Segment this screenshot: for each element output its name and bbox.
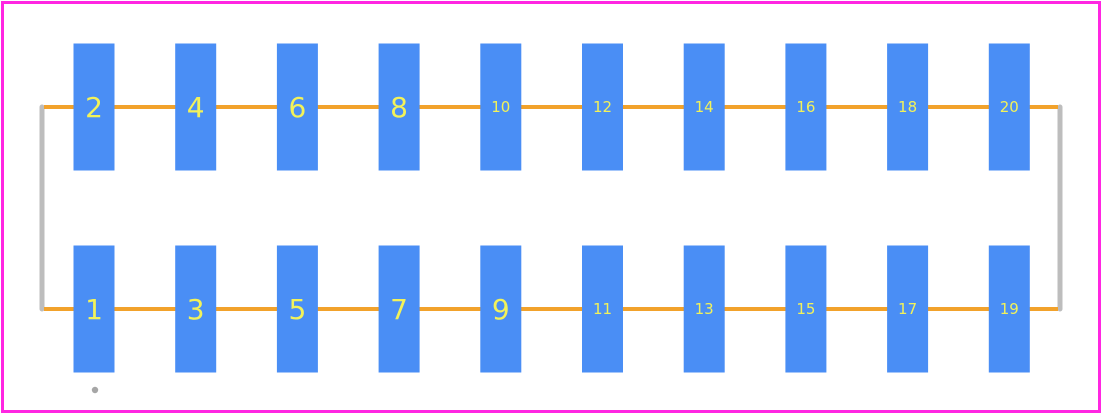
pad-rect — [887, 245, 929, 373]
pad-rect — [988, 245, 1030, 373]
pad-rect — [887, 43, 929, 171]
pad-label: 11 — [593, 300, 612, 318]
pad-1[interactable]: 1 — [73, 245, 115, 373]
pad-rect — [683, 245, 725, 373]
pad-6[interactable]: 6 — [276, 43, 318, 171]
pad-rect — [175, 43, 217, 171]
pad-label: 9 — [492, 293, 510, 326]
pad-rect — [988, 43, 1030, 171]
pad-label: 14 — [695, 98, 714, 116]
pad-label: 15 — [796, 300, 815, 318]
pad-19[interactable]: 19 — [988, 245, 1030, 373]
pad-rect — [480, 43, 522, 171]
pad-label: 4 — [187, 91, 205, 124]
pad-rect — [175, 245, 217, 373]
pad-label: 10 — [491, 98, 510, 116]
pad-label: 19 — [1000, 300, 1019, 318]
pad-label: 20 — [1000, 98, 1019, 116]
pad-rect — [785, 245, 827, 373]
pad-label: 6 — [288, 91, 306, 124]
pad-4[interactable]: 4 — [175, 43, 217, 171]
pad-11[interactable]: 11 — [582, 245, 623, 373]
pad-label: 2 — [85, 91, 103, 124]
pad-rect — [73, 43, 115, 171]
pad-rect — [480, 245, 522, 373]
pad-rect — [683, 43, 725, 171]
pad-rect — [378, 245, 420, 373]
pad-15[interactable]: 15 — [785, 245, 827, 373]
pad-rect — [276, 43, 318, 171]
pad-2[interactable]: 2 — [73, 43, 115, 171]
courtyard-layer — [1, 1, 1101, 413]
pad-17[interactable]: 17 — [887, 245, 929, 373]
pad-18[interactable]: 18 — [887, 43, 929, 171]
pad-rect — [582, 43, 623, 171]
pad-label: 3 — [187, 293, 205, 326]
pad-7[interactable]: 7 — [378, 245, 420, 373]
pad-rect — [73, 245, 115, 373]
pad-20[interactable]: 20 — [988, 43, 1030, 171]
pad-13[interactable]: 13 — [683, 245, 725, 373]
pad-label: 7 — [390, 293, 408, 326]
courtyard-outline — [1, 1, 1101, 413]
pad-label: 1 — [85, 293, 103, 326]
pad-label: 8 — [390, 91, 408, 124]
pad-label: 17 — [898, 300, 917, 318]
pad-rect — [378, 43, 420, 171]
pad-12[interactable]: 12 — [582, 43, 623, 171]
pad-10[interactable]: 10 — [480, 43, 522, 171]
pad-3[interactable]: 3 — [175, 245, 217, 373]
silkscreen-layer — [39, 104, 1063, 312]
pin1-marker-layer — [91, 386, 99, 394]
pad-rect — [276, 245, 318, 373]
pad-14[interactable]: 14 — [683, 43, 725, 171]
pin1-marker-dot — [91, 386, 99, 394]
pad-label: 5 — [288, 293, 306, 326]
pad-label: 13 — [695, 300, 714, 318]
pad-16[interactable]: 16 — [785, 43, 827, 171]
pad-label: 18 — [898, 98, 917, 116]
pad-label: 16 — [796, 98, 815, 116]
pad-rect — [785, 43, 827, 171]
pad-8[interactable]: 8 — [378, 43, 420, 171]
pad-label: 12 — [593, 98, 612, 116]
pad-rect — [582, 245, 623, 373]
pad-9[interactable]: 9 — [480, 245, 522, 373]
pad-5[interactable]: 5 — [276, 245, 318, 373]
